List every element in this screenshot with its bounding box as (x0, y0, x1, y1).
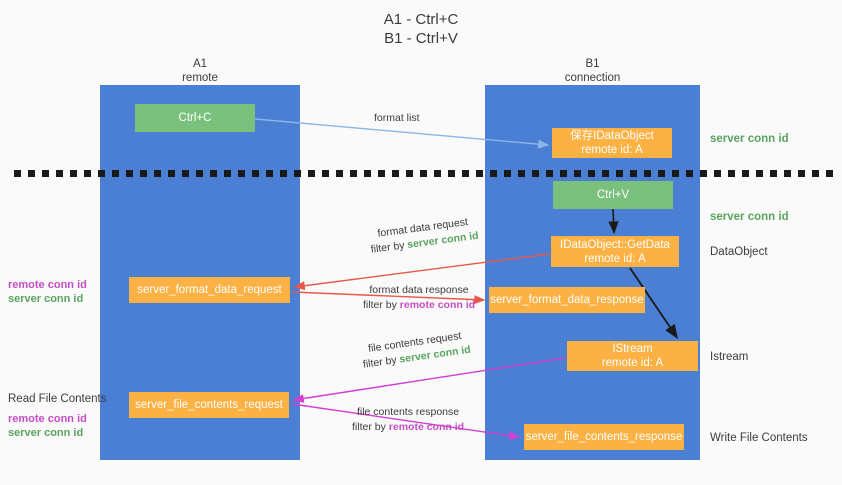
edge-label-filter: filter by remote conn id (363, 299, 476, 311)
node-idataobject-getdata[interactable]: IDataObject::GetData remote id: A (551, 236, 679, 267)
column-header-b1: B1 connection (564, 58, 621, 84)
node-server-file-contents-request[interactable]: server_file_contents_request (129, 392, 289, 418)
node-ctrl-c[interactable]: Ctrl+C (135, 104, 255, 132)
edge-label-text: file contents response (356, 406, 460, 418)
note-dataobject: DataObject (710, 246, 768, 258)
note-istream: Istream (710, 351, 749, 363)
note-server-conn-id-copy: server conn id (710, 133, 789, 145)
node-server-format-data-response[interactable]: server_format_data_response (489, 287, 645, 313)
node-server-format-data-request[interactable]: server_format_data_request (129, 277, 290, 303)
note-read-file-contents: Read File Contents (8, 393, 107, 405)
edge-label-file-contents-response: file contents response filter by remote … (352, 405, 464, 435)
note-conn-ids-file: remote conn id server conn id (8, 412, 87, 440)
dashed-separator-line (14, 170, 834, 177)
node-ctrl-v[interactable]: Ctrl+V (553, 181, 673, 209)
note-remote-conn-id: remote conn id (8, 279, 87, 291)
edge-label-filter: filter by remote conn id (352, 421, 465, 433)
edge-label-format-data-request: format data request filter by server con… (368, 214, 480, 258)
note-write-file-contents: Write File Contents (710, 432, 808, 444)
edge-label-file-contents-request: file contents request filter by server c… (360, 328, 472, 373)
note-conn-ids-format: remote conn id server conn id (8, 278, 87, 306)
page-title: A1 - Ctrl+C B1 - Ctrl+V (383, 11, 459, 47)
note-server-conn-id: server conn id (8, 427, 84, 439)
edge-label-format-list: format list (374, 112, 420, 124)
note-server-conn-id: server conn id (8, 293, 84, 305)
node-idataobject[interactable]: 保存IDataObject remote id: A (552, 128, 672, 158)
note-server-conn-id-paste: server conn id (710, 211, 789, 223)
node-server-file-contents-response[interactable]: server_file_contents_response (524, 424, 684, 450)
edge-label-format-data-response: format data response filter by remote co… (363, 283, 475, 313)
note-remote-conn-id: remote conn id (8, 413, 87, 425)
node-istream[interactable]: IStream remote id: A (567, 341, 698, 371)
column-header-a1: A1 remote (182, 58, 218, 84)
edge-label-text: format data response (369, 284, 469, 296)
